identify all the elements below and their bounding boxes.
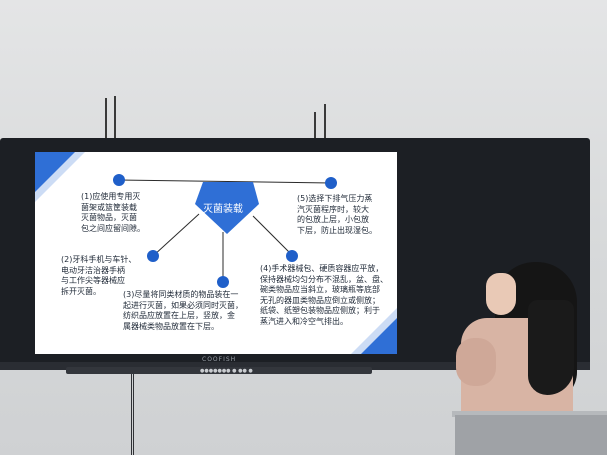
item1-line: 包之间应留间隙。 xyxy=(81,223,145,233)
item1-line: 菌架或篮筐装载 xyxy=(81,202,137,212)
item3-line: 起进行灭菌，如果必须同时灭菌， xyxy=(123,300,243,310)
antenna-right-1 xyxy=(314,112,316,140)
item4-line: 保持器械均匀分布不混乱，盆、盘、 xyxy=(260,274,388,284)
node-dot-2 xyxy=(147,250,159,262)
slide-item-3: (3)尽量将同类材质的物品装在一 起进行灭菌，如果必须同时灭菌， 纺织品应放置在… xyxy=(123,290,243,332)
node-dot-4 xyxy=(286,250,298,262)
item3-line: (3)尽量将同类材质的物品装在一 xyxy=(123,290,239,299)
slide-item-5: (5)选择下排气压力蒸 汽灭菌程序时，较大 的包放上层，小包放 下层，防止出现湿… xyxy=(297,194,377,236)
item1-line: (1)应使用专用灭 xyxy=(81,192,141,201)
item1-line: 灭菌物品，灭菌 xyxy=(81,213,137,222)
center-label: 灭菌装载 xyxy=(203,204,243,215)
slide-corner-decoration xyxy=(35,152,75,192)
connector-right xyxy=(252,215,292,255)
item4-line: (4)手术器械包、硬质容器应平放， xyxy=(260,264,384,273)
center-pentagon-shape xyxy=(195,182,259,234)
tray-indicator-lights: ●●●●●●● ● ●● ● xyxy=(200,368,253,374)
node-dot-5 xyxy=(325,177,337,189)
whiteboard-tray xyxy=(66,367,372,374)
cable-1 xyxy=(131,374,132,455)
item4-line: 碗类物品应当斜立，玻璃瓶等底部 xyxy=(260,285,380,294)
antenna-right-2 xyxy=(324,104,326,140)
item5-line: 的包放上层，小包放 xyxy=(297,215,369,224)
item5-line: (5)选择下排气压力蒸 xyxy=(297,194,373,203)
presenter-hair-side xyxy=(528,300,574,395)
item5-line: 汽灭菌程序时，较大 xyxy=(297,204,369,214)
antenna-left-2 xyxy=(114,96,116,140)
item2-line: 拆开灭菌。 xyxy=(61,286,101,296)
node-dot-3 xyxy=(217,276,229,288)
slide-item-1: (1)应使用专用灭 菌架或篮筐装载 灭菌物品，灭菌 包之间应留间隙。 xyxy=(81,192,145,234)
slide-item-2: (2)牙科手机与车针、 电动牙洁治器手柄 与工作尖等器械应 拆开灭菌。 xyxy=(61,255,136,297)
item5-line: 下层，防止出现湿包。 xyxy=(297,225,377,235)
item2-line: 电动牙洁治器手柄 xyxy=(61,265,125,275)
connector-top xyxy=(118,179,332,184)
node-dot-1 xyxy=(113,174,125,186)
item4-line: 蒸汽进入和冷空气排出。 xyxy=(260,316,348,326)
presentation-slide: 灭菌装载 (1)应使用专用灭 菌架或篮筐装载 灭菌物品，灭菌 包之间应留间隙。 … xyxy=(35,152,397,354)
item2-line: (2)牙科手机与车针、 xyxy=(61,255,137,264)
mind-map-diagram xyxy=(113,174,337,288)
podium xyxy=(455,415,607,455)
item4-line: 无孔的器皿类物品应倒立或侧放； xyxy=(260,295,380,305)
whiteboard-brand-logo: COOFISH xyxy=(202,356,237,363)
podium-top xyxy=(452,411,607,417)
item3-line: 纺织品应放置在上层，竖放，金 xyxy=(123,311,235,320)
item4-line: 纸袋、纸塑包装物品应侧放；利于 xyxy=(260,306,380,315)
cable-2 xyxy=(133,374,134,455)
presenter-face xyxy=(486,273,516,315)
item2-line: 与工作尖等器械应 xyxy=(61,276,125,285)
slide-item-4: (4)手术器械包、硬质容器应平放， 保持器械均匀分布不混乱，盆、盘、 碗类物品应… xyxy=(260,264,388,327)
presenter-arm xyxy=(456,338,496,386)
antenna-left-1 xyxy=(105,98,107,140)
item3-line: 属器械类物品放置在下层。 xyxy=(123,321,219,331)
connector-left xyxy=(152,213,200,257)
whiteboard-bottom-bezel xyxy=(0,362,590,370)
slide-corner-decoration-br xyxy=(361,318,397,354)
